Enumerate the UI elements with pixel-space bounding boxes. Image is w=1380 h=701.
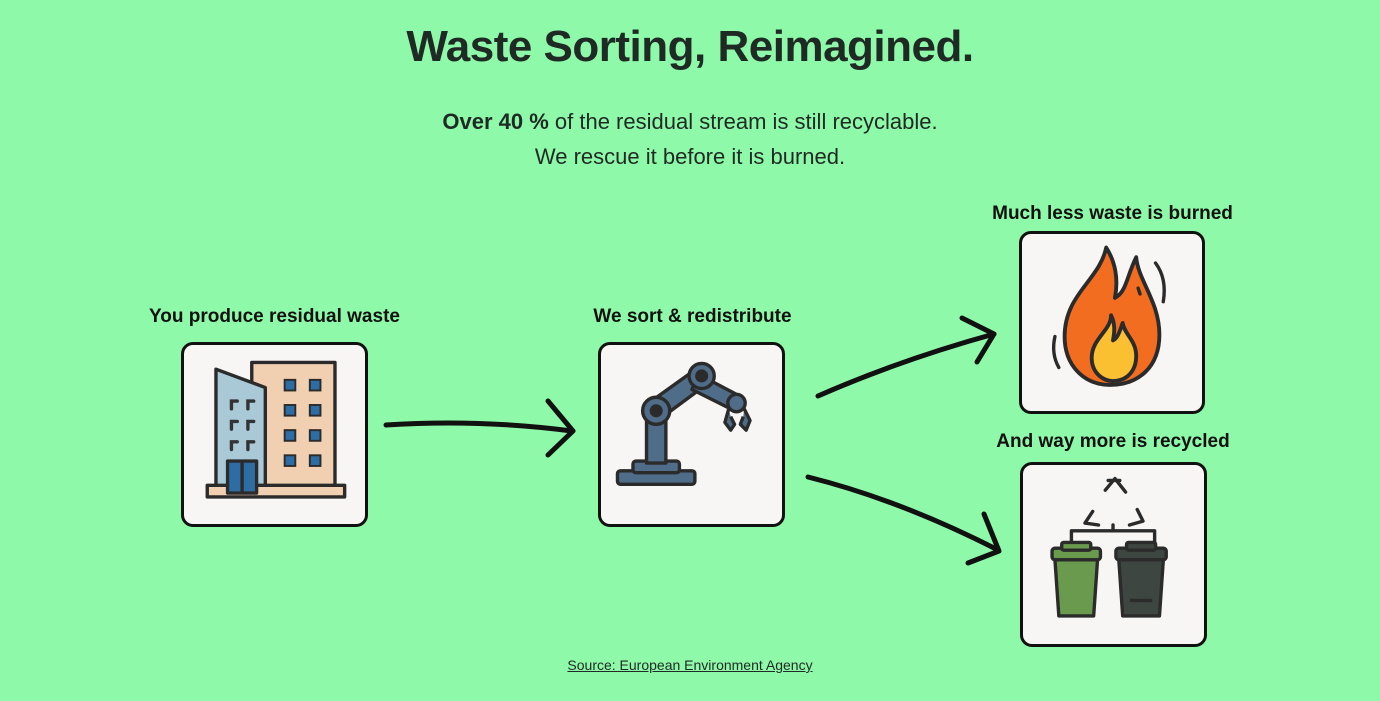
- recycled-label: And way more is recycled: [996, 431, 1230, 452]
- flame-icon: [1051, 245, 1166, 387]
- arrow-produce-to-sort: [383, 420, 575, 434]
- building-icon: [205, 360, 347, 499]
- subtitle: Over 40 % of the residual stream is stil…: [0, 104, 1380, 174]
- arrow-head-sort: [545, 398, 576, 458]
- page-title: Waste Sorting, Reimagined.: [406, 22, 974, 71]
- subtitle-line-2: We rescue it before it is burned.: [534, 144, 846, 169]
- arrow-head-recycled: [965, 511, 1002, 566]
- robot-arm-icon: [615, 361, 752, 487]
- arrow-sort-to-recycled: [805, 474, 1001, 553]
- arrow-sort-to-burned: [815, 331, 997, 399]
- recycling-bins-icon: [1050, 476, 1168, 618]
- burned-label: Much less waste is burned: [992, 203, 1233, 224]
- arrow-head-burned: [959, 315, 997, 365]
- subtitle-highlight: Over 40 %: [442, 109, 549, 134]
- sort-card: [598, 342, 785, 527]
- burned-card: [1019, 231, 1205, 414]
- subtitle-line-1: of the residual stream is still recyclab…: [548, 109, 938, 134]
- recycled-card: [1020, 462, 1207, 647]
- sort-label: We sort & redistribute: [593, 306, 792, 327]
- produce-card: [181, 342, 368, 527]
- produce-label: You produce residual waste: [149, 306, 400, 327]
- source-link[interactable]: Source: European Environment Agency: [567, 657, 813, 673]
